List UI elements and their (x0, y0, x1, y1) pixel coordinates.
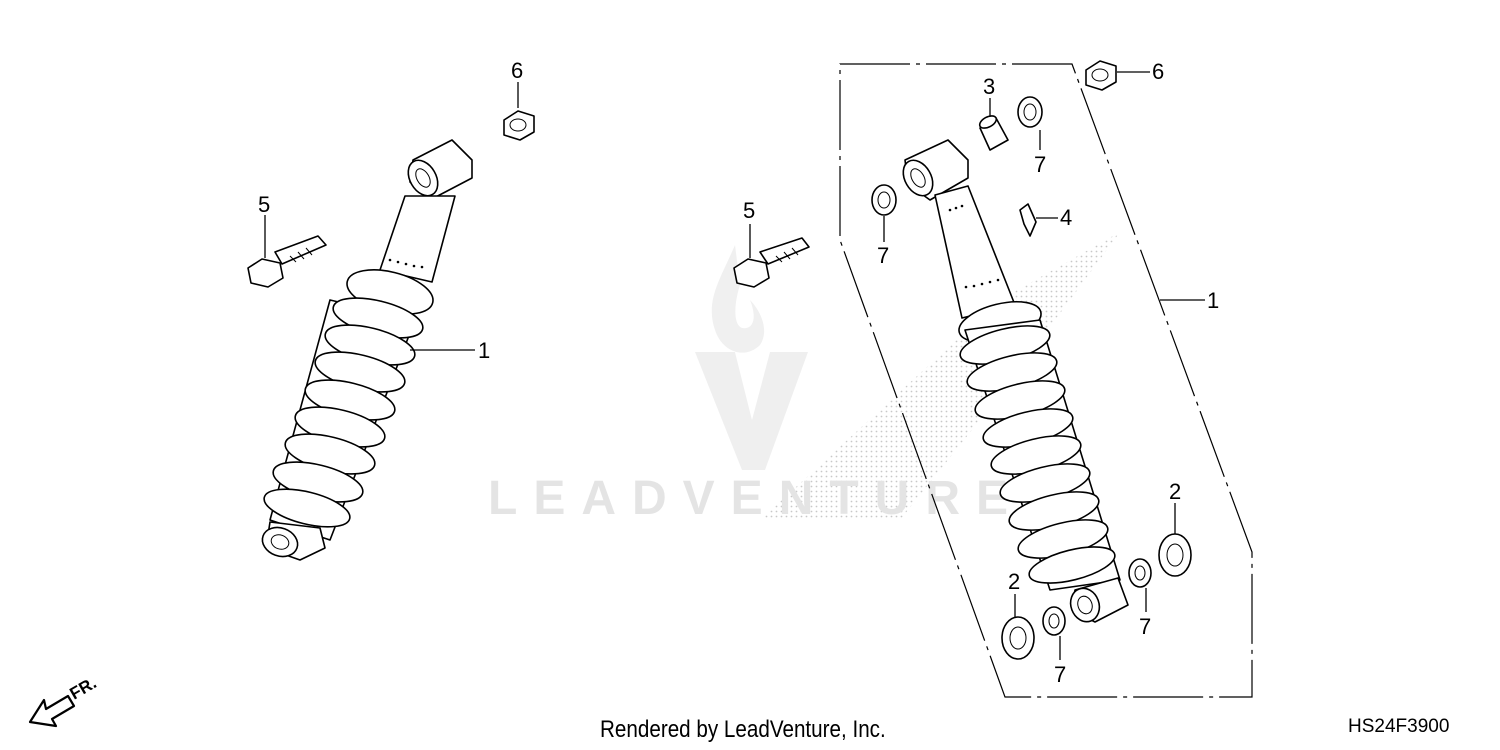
right-nut (1085, 60, 1117, 91)
right-seal-upper-right (1017, 96, 1043, 128)
watermark-v-icon (695, 352, 808, 470)
footer-credit: Rendered by LeadVenture, Inc. (600, 716, 886, 743)
left-nut (503, 110, 535, 141)
left-bolt (247, 235, 327, 288)
right-callout-bushing-lower-left: 2 (1008, 569, 1020, 594)
watermark-text: LEADVENTURE (488, 472, 1024, 525)
right-callout-nut: 6 (1152, 59, 1164, 84)
right-callout-bolt: 5 (743, 198, 755, 223)
right-shock-upper-eye (902, 139, 969, 201)
left-shock-shaft (379, 195, 456, 283)
right-clip (1019, 203, 1037, 237)
right-seal-upper-left (871, 184, 897, 216)
right-callout-seal-lower-right: 7 (1139, 614, 1151, 639)
right-callout-collar: 3 (983, 74, 995, 99)
right-bushing-lower-left (1001, 616, 1035, 660)
diagram-code: HS24F3900 (1348, 716, 1450, 737)
right-callout-seal-upper-left: 7 (877, 243, 889, 268)
left-callout-nut: 6 (511, 58, 523, 83)
front-arrow-icon (28, 694, 76, 728)
front-direction-indicator: FR. (28, 673, 100, 728)
right-callout-bushing-lower-right: 2 (1169, 479, 1181, 504)
right-seal-lower-left (1042, 606, 1066, 636)
right-callout-seal-upper-right: 7 (1034, 152, 1046, 177)
right-seal-lower-right (1128, 558, 1152, 588)
right-collar (978, 115, 1009, 151)
right-callout-clip: 4 (1060, 205, 1072, 230)
right-shock-lower-eye (1069, 577, 1129, 623)
left-shock-spring (263, 297, 424, 528)
right-shock-spring (959, 325, 1116, 584)
left-callout-bolt: 5 (258, 192, 270, 217)
right-shock-assembly: 6 3 7 7 4 5 1 2 2 7 7 (733, 59, 1253, 698)
left-shock-upper-eye (407, 139, 473, 201)
right-callout-shock: 1 (1207, 288, 1219, 313)
right-bolt (733, 237, 810, 288)
right-assembly-frame (839, 63, 1253, 698)
right-shock-shaft (934, 185, 1016, 319)
front-direction-label: FR. (67, 673, 100, 703)
right-bushing-lower-right (1158, 533, 1192, 577)
left-shock-assembly: 1 5 6 (247, 58, 535, 561)
left-callout-shock: 1 (478, 338, 490, 363)
watermark-flame-icon (711, 245, 765, 353)
left-shock-lower-eye (261, 521, 326, 561)
right-callout-seal-lower-left: 7 (1054, 662, 1066, 687)
